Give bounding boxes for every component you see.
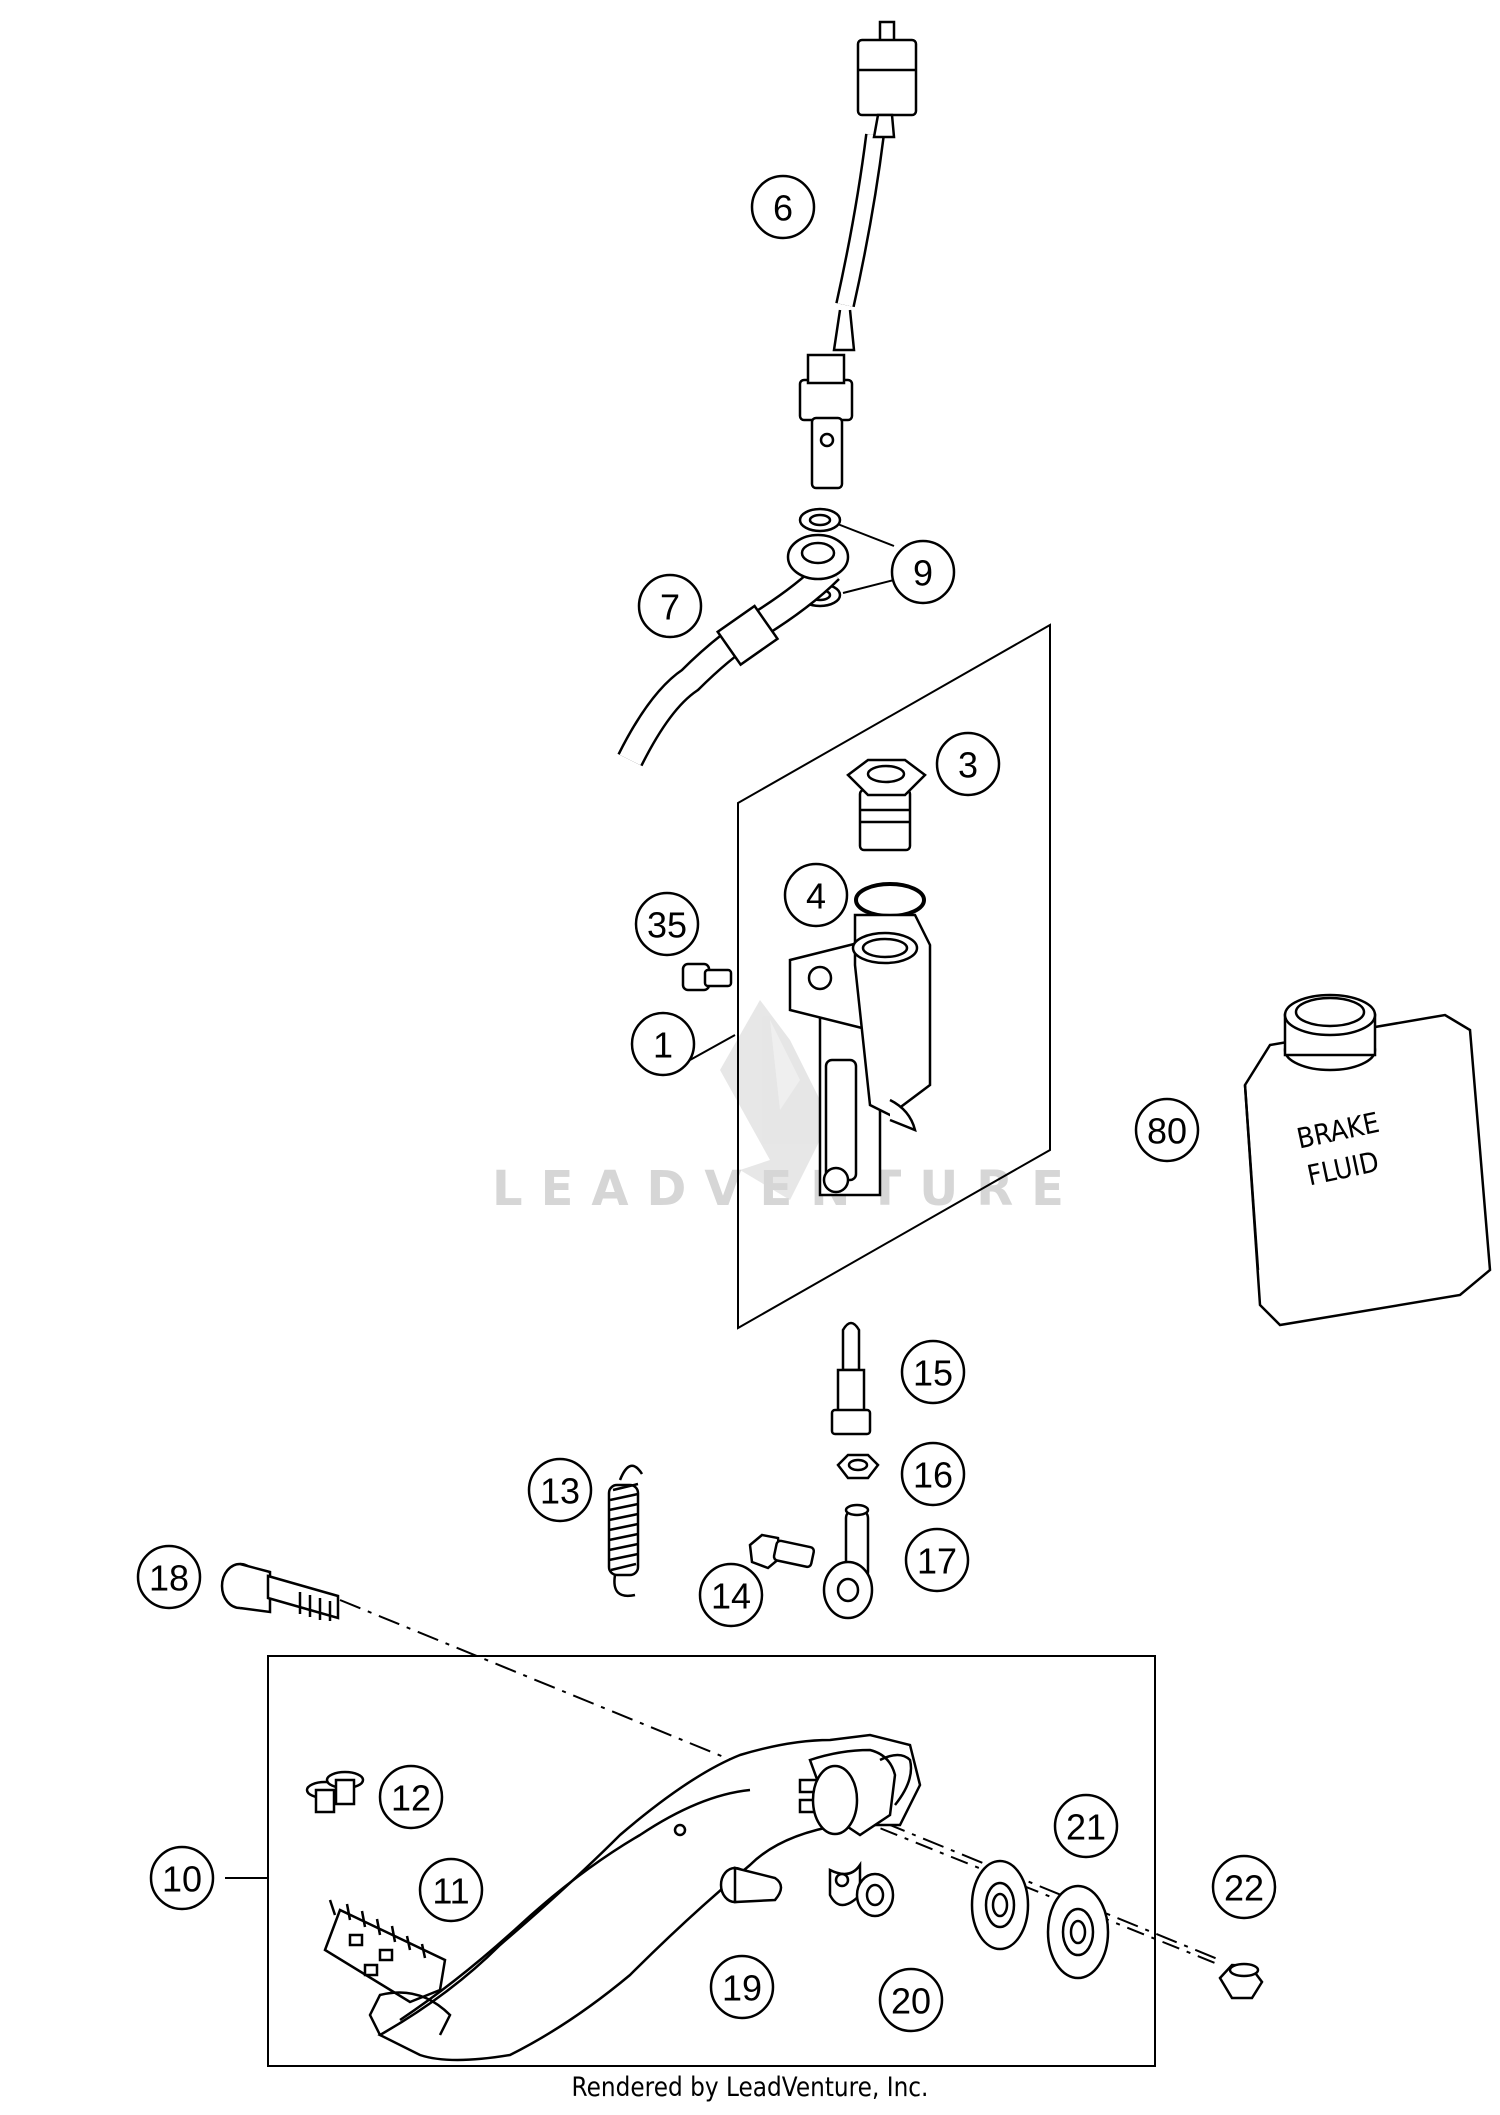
part-16-nut [836,1453,880,1480]
part-22-nut [1218,1962,1264,2000]
callout-circle [890,539,956,605]
callout-label: 80 [1147,1111,1187,1152]
part-80-brake-fluid-can: BRAKE FLUID [1243,993,1492,1327]
callout-label: 6 [773,188,793,229]
callout-17: 17 [904,1527,970,1593]
callout-35: 35 [634,891,700,957]
callout-7: 7 [637,573,703,639]
leader-lines [225,522,1221,1966]
part-20-bushing [855,1872,895,1918]
callout-circle [527,1457,593,1523]
callout-label: 12 [391,1778,431,1819]
callout-circle [904,1527,970,1593]
callout-12: 12 [378,1764,444,1830]
part-19-pin [719,1866,783,1904]
callout-6: 6 [750,174,816,240]
part-14-bolt [748,1533,816,1570]
callout-label: 11 [432,1871,469,1912]
callout-circle [900,1339,966,1405]
callout-22: 22 [1211,1854,1277,1920]
callouts: 6 9 7 3 4 35 1 80 15 16 13 17 14 18 12 21 10 11 22 19 20 [136,174,1277,2033]
callout-circle [149,1845,215,1911]
part-3-reservoir-plug [846,758,927,852]
callout-circle [878,1967,944,2033]
footer-credit: Rendered by LeadVenture, Inc. [571,2072,929,2103]
callout-circle [637,573,703,639]
part-4-o-ring [854,882,926,918]
callout-16: 16 [900,1441,966,1507]
part-12-pins [305,1770,365,1814]
callout-label: 15 [913,1353,953,1394]
master-cylinder-group-frame [737,623,1051,1330]
frames [267,623,1156,2067]
callout-label: 21 [1066,1807,1106,1848]
callout-circle [935,731,1001,797]
callout-19: 19 [709,1954,775,2020]
callout-21: 21 [1053,1793,1119,1859]
part-1-master-cylinder [788,913,932,1197]
callout-circle [1134,1097,1200,1163]
callout-80: 80 [1134,1097,1200,1163]
callout-label: 10 [162,1859,202,1900]
callout-circle [698,1562,764,1628]
callout-1: 1 [630,1011,696,1077]
part-18-pivot-bolt [220,1562,340,1621]
watermark: LEADVENTURE [492,1000,1082,1217]
callout-label: 14 [711,1576,751,1617]
callout-circle [136,1544,202,1610]
callout-label: 35 [647,905,687,946]
brake-pedal-group-frame [267,1655,1156,2067]
callout-circle [1053,1793,1119,1859]
part-11-pedal-tip [323,1899,447,2004]
callout-20: 20 [878,1967,944,2033]
callout-label: 22 [1224,1868,1264,1909]
part-7-brake-hose [617,533,850,767]
callout-4: 4 [783,862,849,928]
callout-circle [634,891,700,957]
callout-label: 16 [913,1455,953,1496]
callout-18: 18 [136,1544,202,1610]
callout-circle [750,174,816,240]
callout-circle [900,1441,966,1507]
part-21-bearings [970,1859,1110,1980]
part-17-clevis [822,1503,874,1620]
callout-11: 11 [418,1857,484,1923]
callout-circle [418,1857,484,1923]
part-10-brake-pedal [368,1733,922,2062]
callout-15: 15 [900,1339,966,1405]
part-6-brake-light-switch [798,20,918,490]
callout-circle [709,1954,775,2020]
part-35-bolt [681,962,733,992]
callout-circle [1211,1854,1277,1920]
callout-9: 9 [890,539,956,605]
watermark-text: LEADVENTURE [492,1161,1082,1217]
callout-label: 3 [958,745,978,786]
callout-label: 17 [917,1541,957,1582]
callout-label: 4 [806,876,826,917]
callout-circle [783,862,849,928]
callout-circle [378,1764,444,1830]
callout-14: 14 [698,1562,764,1628]
part-13-spring [607,1464,644,1598]
callout-label: 9 [913,553,933,594]
callout-10: 10 [149,1845,215,1911]
callout-13: 13 [527,1457,593,1523]
callout-label: 19 [722,1968,762,2009]
callout-label: 7 [660,587,680,628]
watermark-logo-icon [720,1000,830,1200]
callout-label: 1 [653,1025,673,1066]
callout-3: 3 [935,731,1001,797]
callout-label: 13 [540,1471,580,1512]
callout-circle [630,1011,696,1077]
callout-label: 20 [891,1981,931,2022]
callout-label: 18 [149,1558,189,1599]
part-15-push-rod [830,1321,872,1436]
